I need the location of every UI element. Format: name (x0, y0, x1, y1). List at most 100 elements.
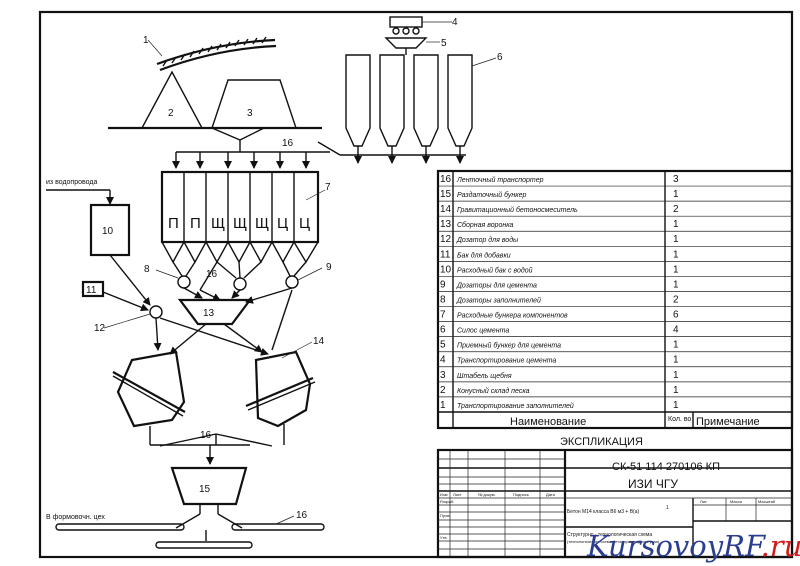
table-row-name: Транспортирование заполнителей (457, 402, 574, 410)
col-scale: Масштаб (758, 499, 776, 504)
table-row-pos: 3 (440, 370, 446, 381)
watermark: KursovoyRF.ru (586, 529, 800, 563)
cement-silos (345, 48, 473, 147)
table-row-qty: 2 (673, 204, 679, 215)
callout-3: 3 (247, 108, 253, 119)
doser-feeds (172, 261, 307, 304)
col-date: Дата (546, 492, 556, 497)
water-doser (149, 305, 163, 319)
table-row-pos: 7 (440, 310, 446, 321)
table-header-note: Примечание (696, 416, 760, 428)
callout-4: 4 (452, 17, 458, 28)
drawing-frame (38, 10, 794, 559)
table-row-name: Транспортирование цемента (457, 358, 556, 365)
table-row-pos: 12 (440, 234, 452, 245)
table-row-qty: 1 (673, 340, 679, 351)
cement-receiving-hopper (384, 37, 428, 49)
callout-10: 10 (102, 226, 114, 237)
aggregate-conveyor (147, 36, 277, 72)
table-row-qty: 1 (673, 249, 679, 260)
table-row-pos: 9 (440, 279, 446, 290)
col-izm: Изм (440, 492, 448, 497)
callout-14: 14 (313, 336, 325, 347)
callout-13: 13 (203, 308, 215, 319)
callout-1: 1 (143, 35, 149, 46)
table-row-qty: 4 (673, 325, 679, 336)
col-list: Лист (453, 492, 462, 497)
table-row-name: Конусный склад песка (457, 387, 530, 395)
table-row-pos: 13 (440, 219, 452, 230)
sheet-note: 1 (666, 505, 669, 511)
table-caption: ЭКСПЛИКАЦИЯ (560, 436, 643, 448)
table-row-qty: 1 (673, 234, 679, 245)
title-block (436, 448, 794, 559)
document-code: СК-51 114 270106 КП (612, 461, 720, 473)
bin-label-1: П (168, 215, 179, 232)
table-row-name: Штабель щебня (457, 372, 512, 380)
col-sign: Подпись (513, 492, 529, 497)
callout-15: 15 (199, 484, 211, 495)
table-row-pos: 16 (440, 174, 452, 185)
row-utv: Утв. (440, 535, 448, 540)
table-header-qty: Кол. во (668, 416, 691, 423)
table-row-qty: 1 (673, 219, 679, 230)
row-razrab: Разраб. (440, 499, 454, 504)
table-row-qty: 2 (673, 294, 679, 305)
callout-8: 8 (144, 264, 150, 275)
water-supply-label: из водопровода (46, 179, 97, 186)
sheet-title-2: (технологическая схема бетонорастворного… (567, 539, 660, 544)
project-line: Бетон М14 класса В6 м3 + В(а) (567, 509, 639, 515)
table-row-name: Гравитационный бетоносмеситель (457, 206, 578, 214)
crushed-stone-pile (211, 79, 297, 129)
table-row-name: Дозаторы заполнителей (456, 296, 541, 304)
table-row-qty: 1 (673, 355, 679, 366)
callout-16-bottom: 16 (296, 510, 308, 521)
table-row-pos: 2 (440, 385, 446, 396)
callout-6: 6 (497, 52, 503, 63)
bin-label-7: Ц (299, 215, 310, 232)
table-header-name: Наименование (510, 416, 586, 428)
table-row-qty: 1 (673, 385, 679, 396)
bin-label-3: Щ (211, 215, 225, 232)
table-row-qty: 1 (673, 370, 679, 381)
cement-feed-line (340, 146, 466, 164)
row-prov: Пров. (440, 513, 451, 518)
table-row-qty: 1 (673, 189, 679, 200)
table-row-pos: 6 (440, 325, 446, 336)
additive-tank (81, 280, 105, 298)
table-row-name: Раздаточный бункер (457, 191, 526, 199)
table-row-name: Ленточный транспортер (456, 176, 544, 184)
cement-doser (285, 275, 299, 289)
col-mass: Масса (730, 499, 743, 504)
collecting-funnel (177, 298, 253, 326)
to-molding-shop-label: В формовочн. цех (46, 514, 105, 521)
gravity-mixer-right (245, 350, 316, 445)
sheet-title-1: Структурно - технологическая схема (567, 532, 652, 538)
table-row-name: Силос цемента (457, 328, 509, 335)
callout-11: 11 (86, 285, 97, 296)
callout-16-mid: 16 (206, 269, 218, 280)
table-row-name: Сборная воронка (457, 221, 514, 229)
table-row-qty: 1 (673, 400, 679, 411)
table-row-name: Приемный бункер для цемента (457, 342, 561, 350)
table-row-qty: 3 (673, 174, 679, 185)
sand-cone (140, 70, 204, 129)
table-row-pos: 4 (440, 355, 446, 366)
callout-5: 5 (441, 38, 447, 49)
table-row-pos: 11 (440, 249, 451, 260)
table-row-pos: 10 (440, 264, 452, 275)
organization-name: ИЗИ ЧГУ (628, 477, 678, 491)
table-row-pos: 8 (440, 294, 446, 305)
bin-label-6: Ц (277, 215, 288, 232)
callout-7: 7 (325, 182, 331, 193)
table-row-name: Дозаторы для цемента (456, 281, 537, 289)
table-row-qty: 1 (673, 279, 679, 290)
cement-truck (389, 16, 423, 35)
col-doc: № докум. (478, 492, 496, 497)
aggregate-doser-mid (233, 277, 247, 291)
explication-table (436, 169, 794, 430)
table-row-pos: 5 (440, 340, 446, 351)
bin-feed-conveyors (172, 127, 341, 169)
table-row-qty: 6 (673, 310, 679, 321)
